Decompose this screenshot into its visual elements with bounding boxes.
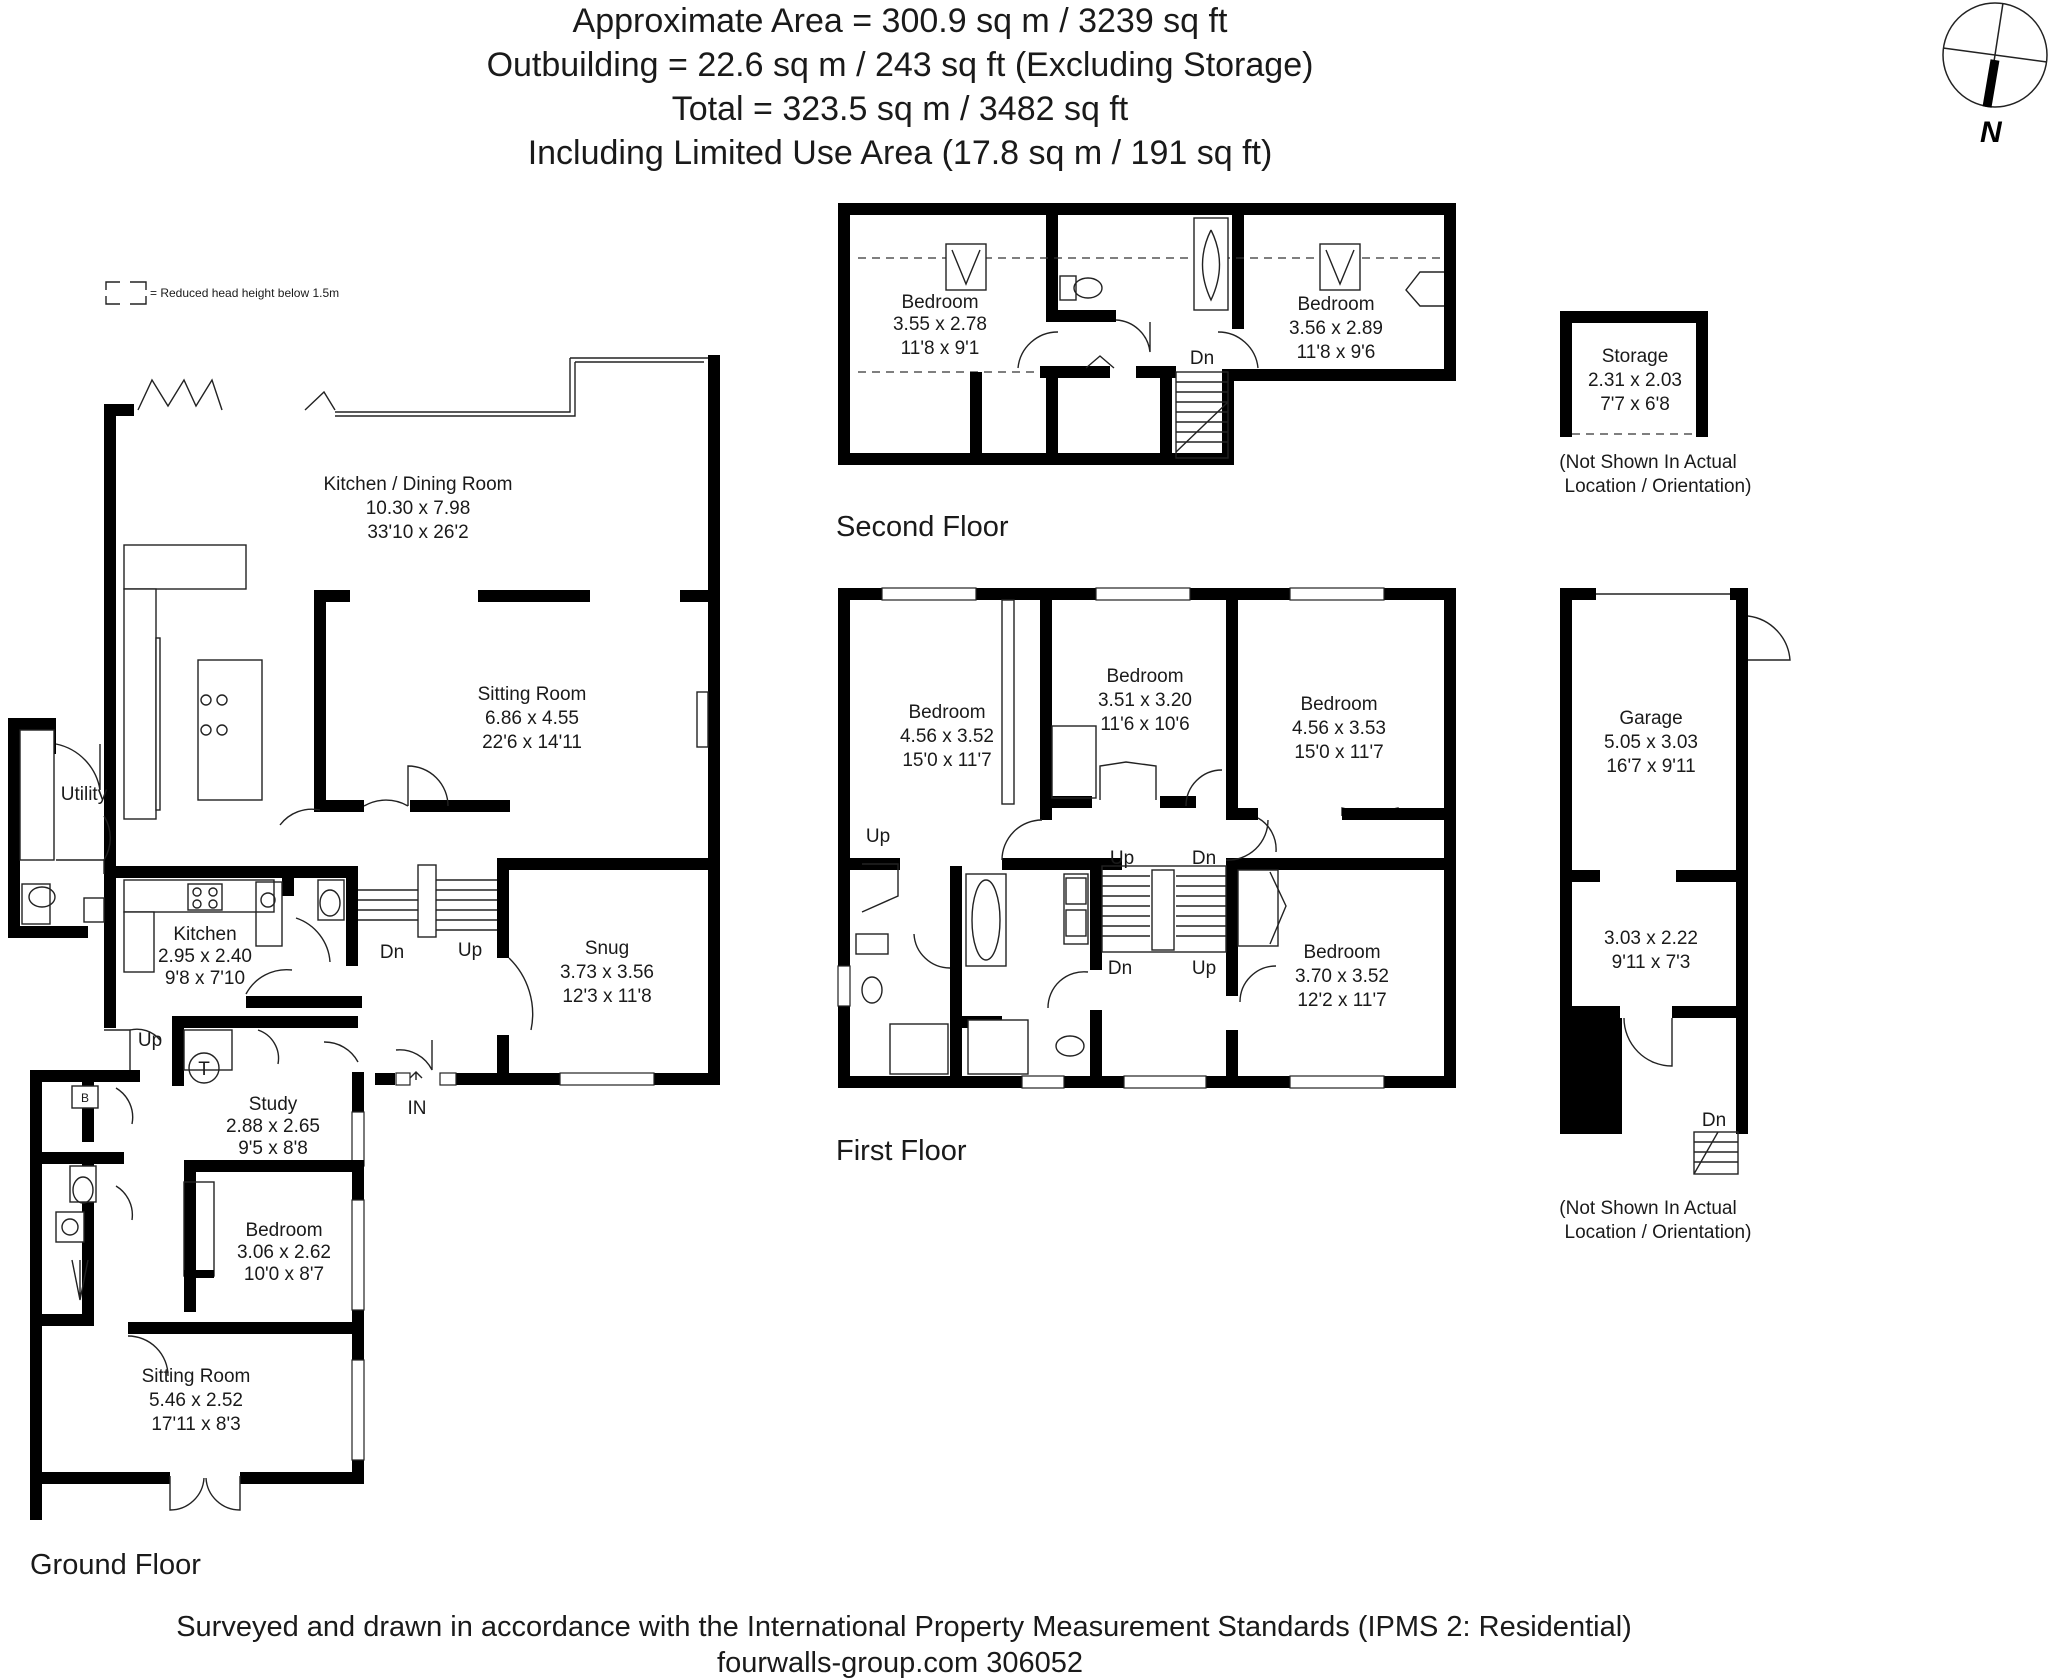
- first-bedroom-4-name: Bedroom: [1303, 942, 1380, 963]
- storage-name: Storage: [1602, 346, 1669, 367]
- second-stairs-dn: Dn: [1190, 348, 1214, 369]
- first-bedroom-1-imperial: 15'0 x 11'7: [902, 750, 991, 771]
- tank-icon: [188, 1052, 220, 1084]
- second-floor: [838, 203, 1456, 465]
- entrance-label: IN: [408, 1098, 427, 1119]
- sitting-room-2-name: Sitting Room: [142, 1366, 251, 1387]
- storage-note-1: (Not Shown In Actual: [1559, 452, 1736, 473]
- snug-name: Snug: [585, 938, 629, 959]
- sitting-room-2-metric: 5.46 x 2.52: [149, 1390, 243, 1411]
- second-bedroom-1-metric: 3.55 x 2.78: [893, 314, 987, 335]
- kitchen-hob-icon: [187, 883, 223, 911]
- second-bedroom-2-metric: 3.56 x 2.89: [1289, 318, 1383, 339]
- storage-imperial: 7'7 x 6'8: [1600, 394, 1670, 415]
- footer-standards: Surveyed and drawn in accordance with th…: [176, 1611, 1632, 1643]
- header-limited-use: Including Limited Use Area (17.8 sq m / …: [528, 134, 1273, 172]
- legend-text: = Reduced head height below 1.5m: [150, 286, 339, 300]
- second-floor-label: Second Floor: [836, 511, 1009, 543]
- first-bedroom-1-name: Bedroom: [908, 702, 985, 723]
- first-floor: [837, 587, 1456, 1089]
- annex-stairs-up: Up: [138, 1030, 162, 1051]
- hob-icon: [200, 694, 228, 736]
- study-metric: 2.88 x 2.65: [226, 1116, 320, 1137]
- boiler-label: B: [81, 1091, 89, 1105]
- kitchen-name: Kitchen: [173, 924, 236, 945]
- storage-outbuilding: [1560, 311, 1708, 437]
- garage-room-imperial: 9'11 x 7'3: [1612, 952, 1691, 973]
- first-bedroom-4-imperial: 12'2 x 11'7: [1297, 990, 1386, 1011]
- sitting-room-metric: 6.86 x 4.55: [485, 708, 579, 729]
- sitting-room-imperial: 22'6 x 14'11: [482, 732, 582, 753]
- second-bedroom-2-name: Bedroom: [1297, 294, 1374, 315]
- kitchen-imperial: 9'8 x 7'10: [165, 968, 245, 989]
- first-bedroom-1-metric: 4.56 x 3.52: [900, 726, 994, 747]
- garage-outbuilding: [1560, 588, 1791, 1175]
- study-name: Study: [249, 1094, 298, 1115]
- garage-room-metric: 3.03 x 2.22: [1604, 928, 1698, 949]
- first-stairs-dn-left: Dn: [1108, 958, 1132, 979]
- first-bedroom-3-imperial: 15'0 x 11'7: [1294, 742, 1383, 763]
- storage-note-2: Location / Orientation): [1565, 476, 1752, 497]
- first-bedroom-3-metric: 4.56 x 3.53: [1292, 718, 1386, 739]
- study-imperial: 9'5 x 8'8: [238, 1138, 308, 1159]
- first-en-suite-up: Up: [866, 826, 890, 847]
- first-floor-label: First Floor: [836, 1135, 967, 1167]
- first-bedroom-2-name: Bedroom: [1106, 666, 1183, 687]
- first-bedroom-4-metric: 3.70 x 3.52: [1295, 966, 1389, 987]
- utility-name: Utility: [61, 784, 108, 805]
- compass-icon: [1942, 2, 2048, 108]
- kitchen-dining-name: Kitchen / Dining Room: [323, 474, 512, 495]
- ground-stairs-dn: Dn: [380, 942, 404, 963]
- ground-floor-label: Ground Floor: [30, 1549, 201, 1581]
- second-bedroom-1-name: Bedroom: [901, 292, 978, 313]
- first-bedroom-2-metric: 3.51 x 3.20: [1098, 690, 1192, 711]
- kitchen-dining-metric: 10.30 x 7.98: [366, 498, 471, 519]
- second-bedroom-1-imperial: 11'8 x 9'1: [901, 338, 980, 359]
- garage-note-2: Location / Orientation): [1565, 1222, 1752, 1243]
- kitchen-dining-imperial: 33'10 x 26'2: [367, 522, 468, 543]
- header-total: Total = 323.5 sq m / 3482 sq ft: [672, 90, 1129, 128]
- garage-metric: 5.05 x 3.03: [1604, 732, 1698, 753]
- kitchen-metric: 2.95 x 2.40: [158, 946, 252, 967]
- ground-bedroom-name: Bedroom: [245, 1220, 322, 1241]
- footer-reference: fourwalls-group.com 306052: [717, 1647, 1083, 1679]
- garage-imperial: 16'7 x 9'11: [1606, 756, 1695, 777]
- first-bedroom-3-name: Bedroom: [1300, 694, 1377, 715]
- tank-label: T: [198, 1059, 210, 1080]
- compass-north-label: N: [1980, 116, 2003, 149]
- ground-bedroom-metric: 3.06 x 2.62: [237, 1242, 331, 1263]
- header-area: Approximate Area = 300.9 sq m / 3239 sq …: [573, 2, 1228, 40]
- snug-imperial: 12'3 x 11'8: [562, 986, 651, 1007]
- ground-stairs-up: Up: [458, 940, 482, 961]
- ground-floor: [8, 355, 720, 1520]
- first-stairs-up-right: Up: [1192, 958, 1216, 979]
- snug-metric: 3.73 x 3.56: [560, 962, 654, 983]
- first-stairs-dn-right: Dn: [1192, 848, 1216, 869]
- first-stairs-up-left: Up: [1110, 848, 1134, 869]
- sitting-room-name: Sitting Room: [478, 684, 587, 705]
- sitting-room-2-imperial: 17'11 x 8'3: [151, 1414, 240, 1435]
- storage-metric: 2.31 x 2.03: [1588, 370, 1682, 391]
- ground-bedroom-imperial: 10'0 x 8'7: [244, 1264, 324, 1285]
- first-bedroom-2-imperial: 11'6 x 10'6: [1100, 714, 1189, 735]
- garage-stairs-dn: Dn: [1702, 1110, 1726, 1131]
- reduced-height-legend-icon: [105, 281, 147, 305]
- garage-note-1: (Not Shown In Actual: [1559, 1198, 1736, 1219]
- header-outbuilding: Outbuilding = 22.6 sq m / 243 sq ft (Exc…: [487, 46, 1314, 84]
- second-bedroom-2-imperial: 11'8 x 9'6: [1297, 342, 1376, 363]
- garage-name: Garage: [1619, 708, 1682, 729]
